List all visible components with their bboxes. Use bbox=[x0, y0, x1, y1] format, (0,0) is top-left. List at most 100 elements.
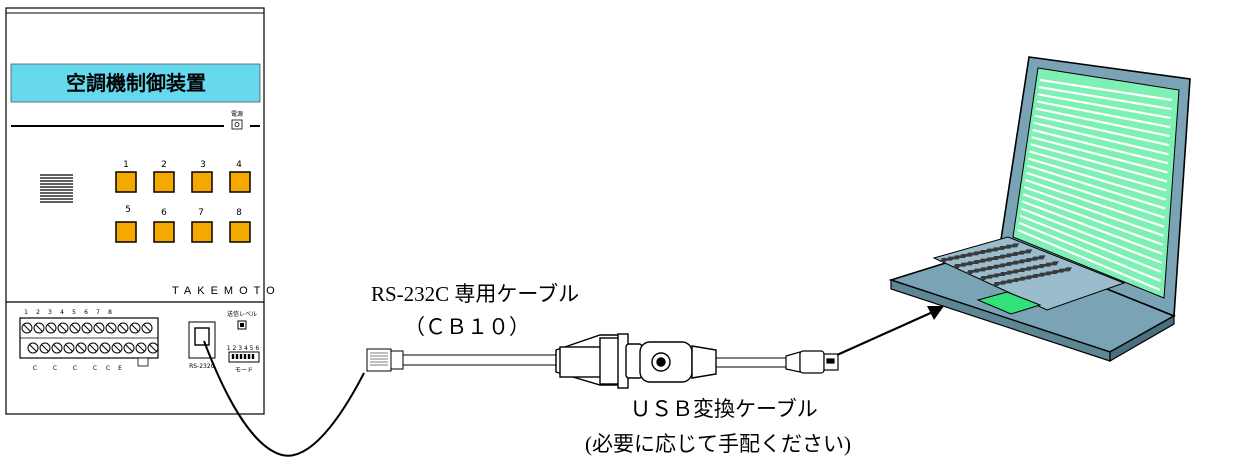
keyboard-key bbox=[1031, 265, 1040, 270]
controller-title-band bbox=[10, 63, 261, 103]
keyboard-key bbox=[952, 264, 962, 268]
keyboard-key bbox=[959, 254, 968, 258]
keyboard-key bbox=[992, 273, 1001, 278]
keyboard-key bbox=[998, 272, 1008, 276]
screen-line bbox=[1026, 171, 1165, 219]
keyboard-key bbox=[1044, 271, 1053, 276]
terminal-screw bbox=[51, 342, 63, 354]
channel-number-6: 6 bbox=[161, 208, 167, 218]
channel-button-2[interactable] bbox=[153, 171, 175, 193]
screen-line bbox=[1017, 228, 1161, 292]
laptop bbox=[888, 56, 1191, 363]
laptop-touchpad bbox=[976, 291, 1042, 315]
cable-label-line1: RS-232C 専用ケーブル bbox=[371, 282, 579, 306]
keyboard-key bbox=[972, 268, 981, 273]
keyboard-key bbox=[997, 246, 1007, 250]
screen-line bbox=[1027, 164, 1166, 210]
screen-line bbox=[1033, 121, 1169, 156]
channel-number-1: 1 bbox=[123, 160, 129, 170]
keyboard-key bbox=[979, 276, 988, 280]
terminal-bottom-label: C bbox=[106, 365, 110, 372]
screen-line bbox=[1019, 214, 1162, 273]
screen-line bbox=[1032, 128, 1169, 165]
keyboard-key bbox=[991, 264, 1001, 269]
channel-button-7[interactable] bbox=[191, 221, 213, 243]
rs232c-port-label: RS-232C bbox=[189, 363, 215, 370]
terminal-number: 4 bbox=[60, 309, 64, 316]
brand-label: TAKEMOTO bbox=[172, 285, 281, 297]
channel-button-3[interactable] bbox=[191, 171, 213, 193]
signal-level-label: 送信レベル bbox=[227, 310, 257, 318]
keyboard-key bbox=[1017, 250, 1026, 255]
channel-button-6[interactable] bbox=[153, 221, 175, 243]
keyboard-key bbox=[1063, 267, 1073, 272]
terminal-screw bbox=[93, 322, 105, 334]
keyboard-key bbox=[991, 256, 1001, 260]
keyboard-key bbox=[972, 260, 981, 264]
terminal-block bbox=[19, 317, 159, 367]
usb-label-line1: ＵＳＢ変換ケーブル bbox=[630, 397, 818, 421]
keyboard-key bbox=[1018, 268, 1027, 272]
keyboard-key bbox=[1057, 268, 1066, 273]
keyboard-key bbox=[1005, 270, 1014, 275]
channel-button-4[interactable] bbox=[229, 171, 251, 193]
cable-label-line2: （ＣＢ１０） bbox=[404, 315, 530, 339]
keyboard-key bbox=[1004, 253, 1013, 258]
terminal-screw bbox=[135, 342, 147, 354]
keyboard-key bbox=[1024, 266, 1033, 271]
keyboard-key bbox=[1037, 264, 1046, 268]
keyboard-key bbox=[1024, 275, 1034, 280]
keyboard-key bbox=[1018, 276, 1027, 281]
laptop-screen bbox=[1012, 67, 1180, 299]
keyboard-key bbox=[985, 274, 995, 279]
channel-number-7: 7 bbox=[198, 208, 204, 218]
power-label: 電源 bbox=[231, 110, 243, 118]
dip-switch-numbers: 1 2 3 4 5 6 bbox=[227, 345, 260, 352]
terminal-bottom-label: C bbox=[73, 365, 77, 372]
terminal-number: 2 bbox=[36, 309, 40, 316]
speaker-grille bbox=[40, 174, 73, 203]
keyboard-key bbox=[985, 266, 994, 270]
controller-title: 空調機制御装置 bbox=[66, 71, 206, 95]
channel-number-8: 8 bbox=[236, 208, 242, 218]
keyboard-key bbox=[952, 255, 961, 260]
rs232c-port[interactable] bbox=[194, 327, 210, 346]
keyboard-key bbox=[1004, 244, 1013, 249]
keyboard-key bbox=[1004, 262, 1014, 266]
keyboard-key bbox=[1037, 255, 1046, 260]
terminal-screw bbox=[123, 342, 135, 354]
terminal-screw bbox=[33, 322, 45, 334]
keyboard-key bbox=[978, 258, 988, 263]
keyboard-key bbox=[972, 251, 981, 256]
channel-number-3: 3 bbox=[200, 160, 206, 170]
screen-line bbox=[1030, 143, 1168, 183]
connection-arrow bbox=[836, 306, 944, 357]
terminal-bottom-label: C bbox=[53, 365, 57, 372]
screen-line bbox=[1029, 150, 1167, 192]
terminal-screw bbox=[117, 322, 129, 334]
keyboard-key bbox=[998, 280, 1008, 285]
terminal-screw bbox=[81, 322, 93, 334]
rj-plug bbox=[366, 348, 404, 372]
channel-button-8[interactable] bbox=[229, 221, 251, 243]
terminal-screw bbox=[69, 322, 81, 334]
screen-line bbox=[1036, 100, 1171, 129]
usb-plug bbox=[785, 350, 839, 374]
keyboard-key bbox=[1011, 260, 1020, 265]
dsub-connector bbox=[555, 333, 629, 389]
keyboard-key bbox=[939, 258, 948, 262]
channel-button-1[interactable] bbox=[115, 171, 137, 193]
keyboard-key bbox=[965, 261, 975, 266]
keyboard-key bbox=[946, 256, 955, 261]
terminal-screw bbox=[105, 322, 117, 334]
terminal-bottom-label: E bbox=[118, 365, 122, 372]
screen-line bbox=[1034, 114, 1170, 147]
keyboard-key bbox=[1044, 262, 1053, 267]
terminal-screw bbox=[21, 322, 33, 334]
keyboard-key bbox=[1037, 272, 1047, 277]
terminal-number: 1 bbox=[24, 309, 28, 316]
keyboard-key bbox=[985, 248, 994, 253]
channel-button-5[interactable] bbox=[115, 221, 137, 243]
keyboard-key bbox=[1031, 274, 1040, 278]
keyboard-key bbox=[998, 254, 1007, 259]
